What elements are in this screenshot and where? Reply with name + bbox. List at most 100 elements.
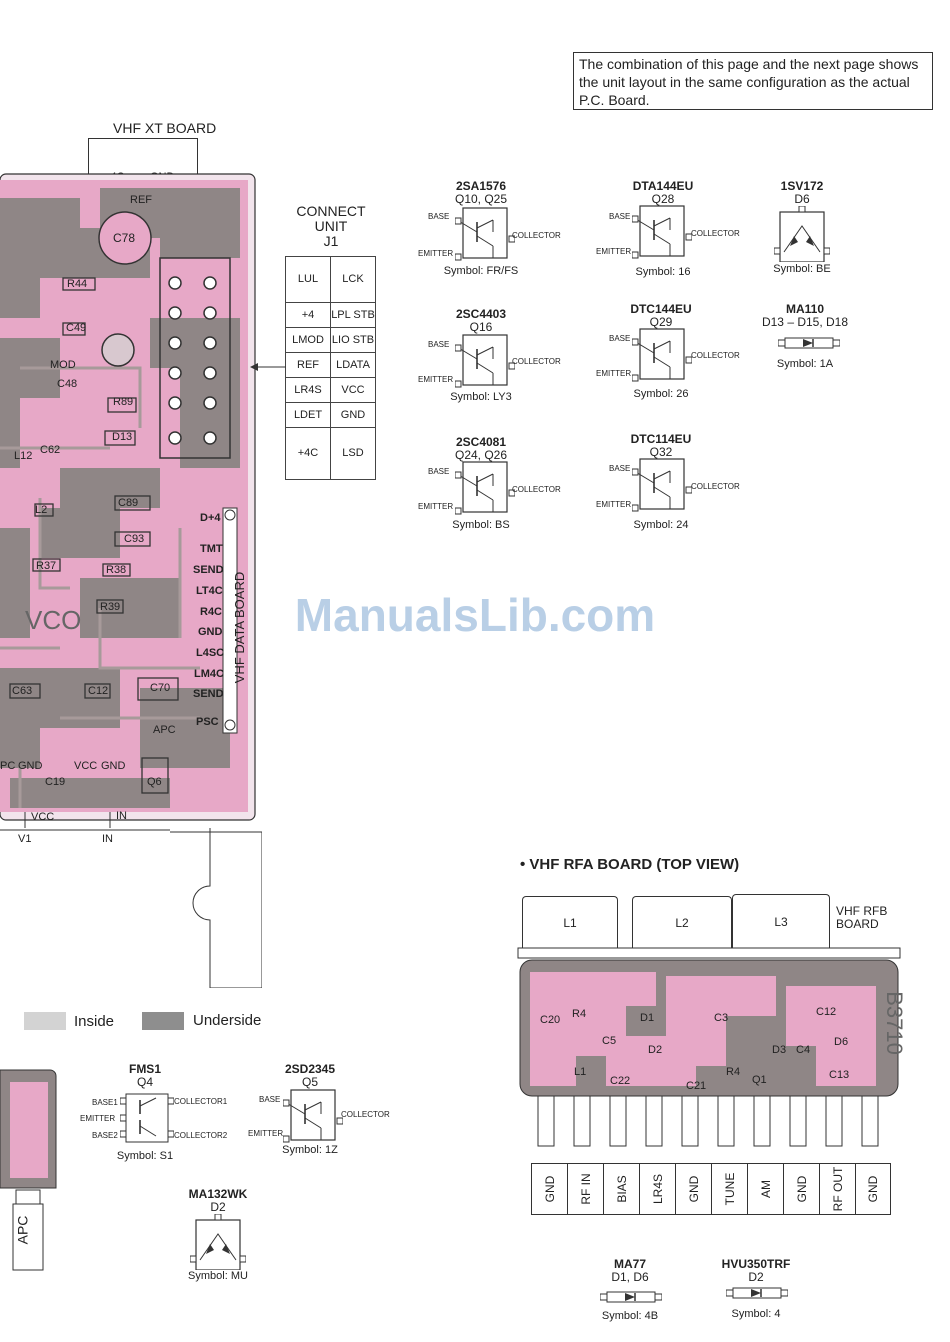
legend-inside-label: Inside xyxy=(74,1013,115,1030)
j1-cell: LDET xyxy=(285,402,331,428)
rfb-label-line-1: VHF RFB xyxy=(836,904,888,918)
comp-ma110-part: MA110 xyxy=(785,302,825,316)
label-r38: R38 xyxy=(106,564,127,576)
label-vcc-1: VCC xyxy=(74,760,98,772)
label-l2: L2 xyxy=(35,504,48,516)
apc-label: APC xyxy=(14,1215,31,1245)
rfa-part: C13 xyxy=(829,1069,850,1081)
j1-cell: +4 xyxy=(285,302,331,328)
comp-2sc4081-ref: Q24, Q26 xyxy=(454,448,508,462)
pin-emitter: EMITTER xyxy=(248,1129,284,1138)
comp-2sa1576-symbol: Symbol: FR/FS xyxy=(443,265,519,277)
transistor-dtc144eu-icon xyxy=(632,328,692,382)
rfa-pin-label: AM xyxy=(758,1180,773,1198)
label-c48: C48 xyxy=(57,378,78,390)
pin-base: BASE xyxy=(428,467,450,476)
rfa-pin-label: TUNE xyxy=(722,1172,737,1206)
data-pin-1: TMT xyxy=(200,543,223,555)
j1-cell: LPL STB xyxy=(330,302,376,328)
j1-cell: LDATA xyxy=(330,352,376,378)
rfa-part: C4 xyxy=(796,1044,811,1056)
label-q6: Q6 xyxy=(147,776,162,788)
comp-ma77-part: MA77 xyxy=(613,1257,646,1271)
rfa-pin-label: RF OUT xyxy=(830,1166,845,1212)
label-c49: C49 xyxy=(66,322,87,334)
rfa-part: R4 xyxy=(726,1066,741,1078)
comp-dta144eu-ref: Q28 xyxy=(651,192,675,206)
note-line-3: P.C. Board. xyxy=(579,92,650,108)
data-pin-5: GND xyxy=(198,626,223,638)
j1-cell: VCC xyxy=(330,377,376,403)
coil-l3: L3 xyxy=(732,894,830,949)
label-r89: R89 xyxy=(113,396,134,408)
rfa-part: L1 xyxy=(574,1066,587,1078)
rfa-pin-rf-out: RF OUT xyxy=(819,1163,855,1215)
pin-collector: COLLECTOR xyxy=(691,482,740,491)
connect-unit-title-1: CONNECT xyxy=(296,203,366,219)
comp-fms1-ref: Q4 xyxy=(136,1075,153,1089)
diode-ma132wk-icon xyxy=(190,1214,246,1270)
rfa-board-title: • VHF RFA BOARD (TOP VIEW) xyxy=(520,856,740,873)
comp-ma110-ref: D13 – D15, D18 xyxy=(761,315,849,329)
comp-dta144eu-symbol: Symbol: 16 xyxy=(635,266,691,278)
label-c78: C78 xyxy=(113,231,136,245)
j1-cell: GND xyxy=(330,402,376,428)
label-c93: C93 xyxy=(124,533,145,545)
left-pcb-drawing xyxy=(0,173,256,828)
label-vcc-2: VCC xyxy=(31,811,55,823)
rfa-part: D3 xyxy=(772,1044,787,1056)
data-pin-9: PSC xyxy=(196,716,219,728)
rfa-part: D6 xyxy=(834,1036,849,1048)
comp-dtc144eu-symbol: Symbol: 26 xyxy=(633,388,689,400)
connect-unit-title-3: J1 xyxy=(323,233,339,249)
coil-l2: L2 xyxy=(632,896,732,949)
rfa-pin-lr4s: LR4S xyxy=(639,1163,675,1215)
pin-emitter: EMITTER xyxy=(596,369,632,378)
j1-cell: LR4S xyxy=(285,377,331,403)
comp-ma110-symbol: Symbol: 1A xyxy=(776,358,834,370)
label-l12: L12 xyxy=(14,450,33,462)
label-v1: V1 xyxy=(18,833,32,845)
label-mod: MOD xyxy=(50,359,76,371)
comp-fms1-part: FMS1 xyxy=(128,1062,161,1076)
pin-emitter: EMITTER xyxy=(418,502,454,511)
comp-2sc4081-part: 2SC4081 xyxy=(455,435,507,449)
pin-collector: COLLECTOR xyxy=(512,357,561,366)
pin-base: BASE xyxy=(609,464,631,473)
diode-ma110-icon xyxy=(778,337,840,349)
transistor-2sc4403-icon xyxy=(455,334,515,388)
label-ref: REF xyxy=(130,194,152,206)
label-d13: D13 xyxy=(112,431,133,443)
diode-ma77-icon xyxy=(600,1291,662,1303)
legend-underside-label: Underside xyxy=(193,1012,262,1029)
label-r44: R44 xyxy=(67,278,88,290)
rfa-pcb-drawing xyxy=(517,947,901,1147)
left-board-lower-outline xyxy=(0,828,262,988)
rfa-part: C21 xyxy=(686,1080,707,1092)
data-pin-0: D+4 xyxy=(200,512,221,524)
transistor-dta144eu-icon xyxy=(632,205,692,259)
comp-dtc114eu-symbol: Symbol: 24 xyxy=(633,519,689,531)
j1-cell: LSD xyxy=(330,427,376,480)
comp-dtc114eu-ref: Q32 xyxy=(649,445,673,459)
rfa-pin-label: BIAS xyxy=(614,1175,629,1203)
pin-base: BASE xyxy=(609,212,631,221)
label-r39: R39 xyxy=(100,601,121,613)
pin-base: BASE xyxy=(609,334,631,343)
pin-base: BASE xyxy=(259,1095,281,1104)
comp-2sc4403-ref: Q16 xyxy=(469,320,493,334)
comp-fms1-symbol: Symbol: S1 xyxy=(116,1150,174,1162)
rfa-part: C5 xyxy=(602,1035,617,1047)
transistor-2sa1576-icon xyxy=(455,207,515,261)
pin-base: BASE xyxy=(428,340,450,349)
label-in-2: IN xyxy=(102,833,113,845)
vhf-xt-board-outline xyxy=(88,138,198,183)
label-apc: APC xyxy=(153,724,176,736)
rfa-pin-gnd: GND xyxy=(531,1163,567,1215)
data-pin-3: LT4C xyxy=(196,585,223,597)
rfa-part: C3 xyxy=(714,1012,729,1024)
comp-dtc114eu-part: DTC114EU xyxy=(630,432,692,446)
pin-collector1: COLLECTOR1 xyxy=(174,1097,228,1106)
j1-cell: LIO STB xyxy=(330,327,376,353)
